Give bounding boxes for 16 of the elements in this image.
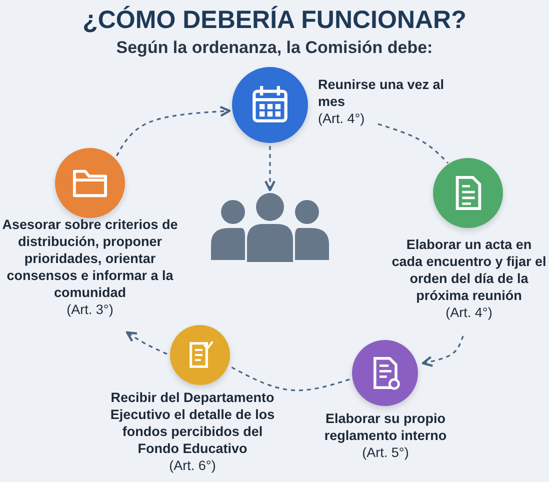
subtitle: Según la ordenanza, la Comisión debe: [115,38,434,58]
dashed-arrow [264,146,276,192]
step-description: Asesorar sobre criterios de distribución, proponer prioridades, orientar consensos e informar a la comunidad [1,216,179,301]
step-description: Elaborar su propio reglamento interno [323,410,448,444]
article-reference: (Art. 5°) [361,444,410,461]
step-description: Recibir del Departamento Ejecutivo el detalle de los fondos percibidos del Fondo Educativo [109,389,276,457]
article-reference: (Art. 4°) [318,110,366,127]
article-reference: (Art. 6°) [168,457,217,474]
dashed-arrow [116,106,231,156]
title: ¿CÓMO DEBERÍA FUNCIONAR? [82,6,468,35]
step-description: Elaborar un acta en cada encuentro y fijar el orden del día de la próxima reunión [390,236,548,304]
article-reference: (Art. 3°) [66,301,114,318]
step-description: Reunirse una vez al mes [318,76,446,110]
dashed-arrow [126,331,168,355]
article-reference: (Art. 4°) [444,304,494,321]
dashed-arrow [422,336,464,367]
